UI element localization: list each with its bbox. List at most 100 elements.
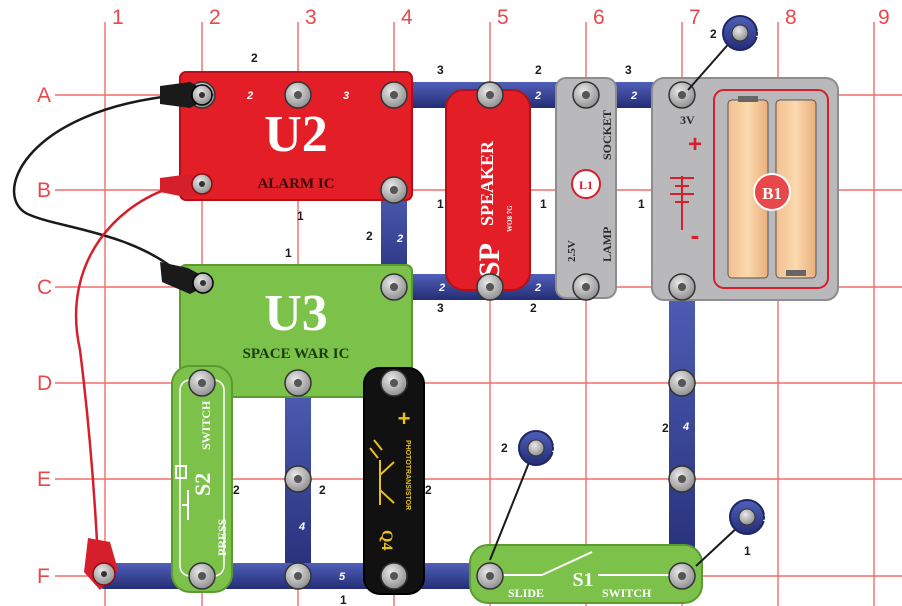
column-labels: 1 2 3 4 5 6 7 8 9 bbox=[112, 6, 890, 29]
snap[interactable] bbox=[668, 369, 696, 397]
u2-subtitle: ALARM IC bbox=[257, 176, 334, 192]
lamp-label: LAMP bbox=[600, 227, 614, 262]
lamp-socket-label: SOCKET bbox=[600, 110, 614, 160]
snap[interactable] bbox=[572, 273, 600, 301]
snap-wire-numbers: 2 3 2 2 2 2 2 4 4 5 bbox=[246, 90, 689, 583]
speaker-symbol: SP bbox=[473, 243, 506, 278]
snap-wire-number: 2 bbox=[438, 282, 445, 294]
column-label: 7 bbox=[689, 6, 701, 29]
snap[interactable] bbox=[476, 81, 504, 109]
red-plug[interactable] bbox=[84, 538, 118, 590]
snap[interactable] bbox=[188, 369, 216, 397]
q4-label: PHOTOTRANSISTOR bbox=[404, 440, 411, 510]
snaps bbox=[188, 81, 696, 590]
switch-lever-icon bbox=[541, 551, 593, 576]
snap[interactable] bbox=[380, 273, 408, 301]
snap-wire-number: 2 bbox=[534, 282, 541, 294]
level-number: 1 bbox=[340, 593, 347, 606]
battery-holder[interactable]: B1 3V + - bbox=[651, 77, 839, 301]
level-number: 2 bbox=[662, 421, 669, 435]
row-label: E bbox=[37, 468, 51, 491]
u3-subtitle: SPACE WAR IC bbox=[243, 346, 350, 362]
lamp-voltage: 2.5V bbox=[566, 240, 578, 262]
level-number: 3 bbox=[437, 301, 444, 315]
lamp-socket[interactable]: L1 SOCKET LAMP 2.5V bbox=[555, 77, 617, 299]
speaker-label: SPEAKER bbox=[477, 140, 497, 226]
snap[interactable] bbox=[284, 369, 312, 397]
pin-leads: 1 1 1 bbox=[489, 15, 769, 567]
u3-space-war-ic[interactable]: U3 SPACE WAR IC bbox=[179, 264, 413, 398]
single-snap[interactable] bbox=[518, 430, 554, 466]
snap-wire-number: 3 bbox=[343, 90, 349, 102]
snap-wire-number: 4 bbox=[682, 421, 689, 433]
level-number: 2 bbox=[425, 483, 432, 497]
snap-wire-col7[interactable] bbox=[669, 274, 695, 588]
snap[interactable] bbox=[284, 562, 312, 590]
level-number: 1 bbox=[297, 209, 304, 223]
snap[interactable] bbox=[668, 465, 696, 493]
slide-switch-s1[interactable]: S1 SLIDE SWITCH bbox=[469, 544, 703, 604]
black-plug[interactable] bbox=[160, 82, 214, 108]
level-number: 2 bbox=[530, 301, 537, 315]
speaker[interactable]: SP SPEAKER WO8 7G bbox=[445, 89, 531, 291]
snap-wire-number: 5 bbox=[339, 571, 346, 583]
pin-number: 1 bbox=[756, 28, 762, 40]
column-label: 4 bbox=[401, 6, 413, 29]
s1-symbol: S1 bbox=[572, 569, 593, 591]
red-plug[interactable] bbox=[160, 173, 214, 198]
level-number: 2 bbox=[710, 27, 717, 41]
level-number: 2 bbox=[251, 51, 258, 65]
level-number: 1 bbox=[285, 246, 292, 260]
snap[interactable] bbox=[188, 562, 216, 590]
row-labels: A B C D E F bbox=[37, 84, 52, 588]
level-numbers: 2 3 3 2 2 1 1 1 1 1 2 3 2 2 2 2 2 2 1 1 bbox=[233, 27, 751, 606]
level-number: 2 bbox=[366, 229, 373, 243]
single-snap[interactable] bbox=[722, 15, 758, 51]
black-plug[interactable] bbox=[160, 262, 214, 294]
level-number: 1 bbox=[638, 197, 645, 211]
snap[interactable] bbox=[476, 273, 504, 301]
column-label: 9 bbox=[878, 6, 890, 29]
level-number: 1 bbox=[744, 544, 751, 558]
snap[interactable] bbox=[380, 176, 408, 204]
level-number: 3 bbox=[625, 63, 632, 77]
snap-wire-number: 4 bbox=[298, 521, 305, 533]
black-jumper-wire[interactable] bbox=[12, 93, 181, 273]
speaker-code: WO8 7G bbox=[506, 205, 514, 232]
snap[interactable] bbox=[572, 81, 600, 109]
battery-voltage: 3V bbox=[680, 113, 695, 127]
snap[interactable] bbox=[476, 562, 504, 590]
level-number: 2 bbox=[501, 441, 508, 455]
press-switch-s2[interactable]: S2 SWITCH PRESS bbox=[171, 365, 233, 593]
battery-symbol-icon bbox=[670, 176, 694, 230]
snap[interactable] bbox=[380, 369, 408, 397]
s2-label: SWITCH bbox=[199, 400, 213, 450]
s1-switch-label: SWITCH bbox=[602, 586, 652, 600]
column-label: 8 bbox=[785, 6, 797, 29]
column-label: 1 bbox=[112, 6, 124, 29]
level-number: 2 bbox=[535, 63, 542, 77]
phototransistor-q4[interactable]: + PHOTOTRANSISTOR Q4 bbox=[363, 367, 425, 595]
push-button-icon bbox=[175, 465, 189, 520]
s2-symbol: S2 bbox=[190, 473, 215, 496]
row-label: C bbox=[37, 276, 52, 299]
red-jumper-wire[interactable] bbox=[74, 183, 181, 561]
column-label: 3 bbox=[305, 6, 317, 29]
battery-badge bbox=[753, 173, 791, 211]
snap[interactable] bbox=[380, 81, 408, 109]
battery-symbol: B1 bbox=[762, 184, 782, 203]
single-snap[interactable] bbox=[729, 499, 765, 535]
column-label: 5 bbox=[497, 6, 509, 29]
snap[interactable] bbox=[668, 562, 696, 590]
snap[interactable] bbox=[668, 273, 696, 301]
row-label: B bbox=[37, 179, 51, 202]
u2-alarm-ic[interactable]: U2 ALARM IC bbox=[179, 71, 413, 201]
jumper-leads bbox=[12, 82, 214, 590]
level-number: 2 bbox=[233, 483, 240, 497]
snap[interactable] bbox=[284, 465, 312, 493]
q4-symbol: Q4 bbox=[378, 530, 395, 550]
snap-wire-number: 2 bbox=[396, 233, 403, 245]
snap[interactable] bbox=[380, 562, 408, 590]
snap[interactable] bbox=[284, 81, 312, 109]
